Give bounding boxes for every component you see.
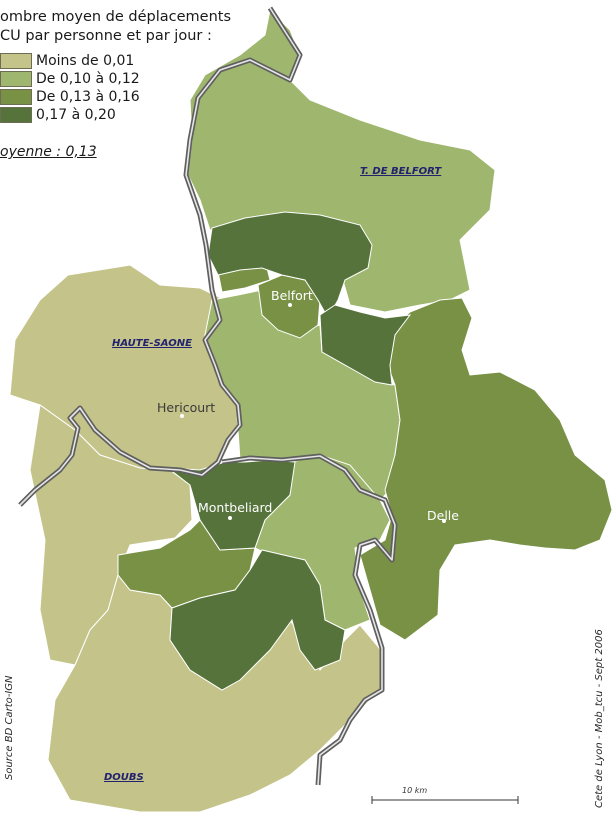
legend-label: De 0,13 à 0,16 (36, 89, 140, 105)
legend-entry: De 0,13 à 0,16 (0, 88, 140, 106)
city-marker-delle (442, 519, 446, 523)
legend-entry: 0,17 à 0,20 (0, 106, 140, 124)
legend-title: ombre moyen de déplacements CU par perso… (0, 8, 231, 46)
legend-entry: Moins de 0,01 (0, 52, 140, 70)
legend-entry: De 0,10 à 0,12 (0, 70, 140, 88)
city-label-delle: Delle (427, 508, 459, 523)
legend: Moins de 0,01 De 0,10 à 0,12 De 0,13 à 0… (0, 52, 140, 124)
legend-label: Moins de 0,01 (36, 53, 135, 69)
legend-label: 0,17 à 0,20 (36, 107, 116, 123)
author-credit: Cete de Lyon - Mob_tcu - Sept 2006 (594, 629, 605, 808)
scale-bar (371, 796, 519, 804)
city-marker-belfort (288, 303, 292, 307)
city-label-belfort: Belfort (271, 288, 313, 303)
scale-bar-label: 10 km (402, 786, 428, 795)
legend-title-line1: ombre moyen de déplacements (0, 9, 232, 25)
dept-label-belfort: T. DE BELFORT (360, 166, 442, 177)
city-marker-hericourt (180, 414, 184, 418)
legend-average: oyenne : 0,13 (0, 144, 97, 160)
legend-swatch (0, 53, 32, 69)
legend-label: De 0,10 à 0,12 (36, 71, 140, 87)
dept-label-doubs: DOUBS (104, 772, 144, 783)
city-label-hericourt: Hericourt (157, 400, 216, 415)
region-belfort-east-dark (319, 304, 412, 386)
city-marker-montbeliard (228, 516, 232, 520)
legend-swatch (0, 107, 32, 123)
legend-title-line2: CU par personne et par jour : (0, 28, 212, 44)
legend-swatch (0, 89, 32, 105)
region-delle (359, 297, 613, 641)
source-credit: Source BD Carto-IGN (4, 675, 15, 780)
legend-swatch (0, 71, 32, 87)
dept-label-haute-saone: HAUTE-SAONE (112, 338, 192, 349)
city-label-montbeliard: Montbeliard (198, 500, 273, 515)
region-south-dark (169, 549, 346, 691)
